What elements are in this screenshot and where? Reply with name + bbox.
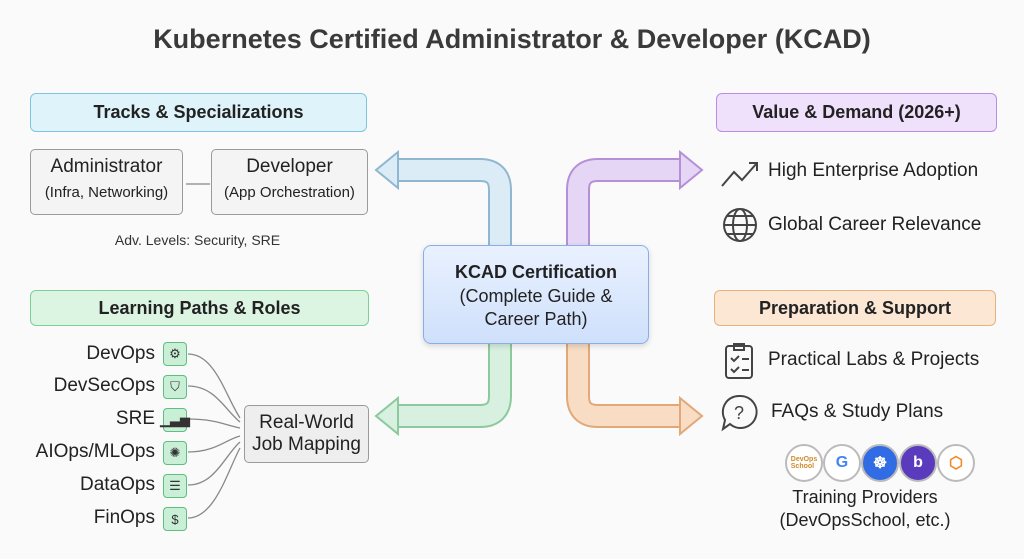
admin-sub: (Infra, Networking) xyxy=(44,184,169,201)
value-item-adoption: High Enterprise Adoption xyxy=(768,160,979,181)
role-sre: SRE xyxy=(115,408,155,429)
role-devsecops: DevSecOps xyxy=(53,375,155,396)
trend-up-icon xyxy=(721,162,758,187)
providers-label: Training Providers xyxy=(792,487,938,507)
hex-logo: ⬡ xyxy=(937,444,975,482)
job-mapping-box: Real-World Job Mapping xyxy=(244,405,369,463)
database-icon: ☰ xyxy=(163,474,187,498)
question-bubble-icon xyxy=(721,394,758,432)
administrator-box: Administrator (Infra, Networking) xyxy=(30,149,183,215)
shield-icon: ⛉ xyxy=(163,375,187,399)
role-finops: FinOps xyxy=(93,507,155,528)
center-title: KCAD Certification xyxy=(454,262,617,282)
prep-item-faqs: FAQs & Study Plans xyxy=(771,401,944,422)
developer-box: Developer (App Orchestration) xyxy=(211,149,368,215)
center-subtitle-2: Career Path) xyxy=(484,309,588,329)
learning-header: Learning Paths & Roles xyxy=(30,290,369,326)
page-title: Kubernetes Certified Administrator & Dev… xyxy=(153,24,871,54)
arrow-to-learning xyxy=(398,340,512,428)
value-header: Value & Demand (2026+) xyxy=(716,93,997,132)
developer-sub: (App Orchestration) xyxy=(224,184,355,201)
arrow-to-prep xyxy=(566,340,680,428)
tracks-header: Tracks & Specializations xyxy=(30,93,367,132)
providers-sub: (DevOpsSchool, etc.) xyxy=(779,510,951,530)
brain-icon: ✺ xyxy=(163,441,187,465)
admin-label: Administrator xyxy=(50,156,163,177)
kubernetes-logo: ☸ xyxy=(861,444,899,482)
center-subtitle-1: (Complete Guide & xyxy=(459,286,613,306)
coins-icon: $ xyxy=(163,507,187,531)
arrow-to-tracks xyxy=(398,158,512,248)
role-dataops: DataOps xyxy=(80,474,155,495)
b-logo: b xyxy=(899,444,937,482)
role-devops: DevOps xyxy=(86,343,155,364)
bar-chart-icon: ▁▃▅ xyxy=(160,408,190,432)
advanced-levels: Adv. Levels: Security, SRE xyxy=(114,232,281,248)
clipboard-icon xyxy=(725,345,753,379)
job-mapping-line1: Real-World xyxy=(259,412,354,433)
center-kcad-box: KCAD Certification (Complete Guide & Car… xyxy=(423,245,649,344)
prep-header: Preparation & Support xyxy=(714,290,996,326)
gear-icon: ⚙ xyxy=(163,342,187,366)
google-logo: G xyxy=(823,444,861,482)
role-aiops: AIOps/MLOps xyxy=(35,441,155,462)
developer-label: Developer xyxy=(246,156,333,177)
job-mapping-line2: Job Mapping xyxy=(252,434,361,455)
arrow-to-value xyxy=(566,158,680,248)
value-item-relevance: Global Career Relevance xyxy=(768,214,982,235)
svg-text:?: ? xyxy=(734,403,744,423)
prep-item-labs: Practical Labs & Projects xyxy=(768,349,980,370)
